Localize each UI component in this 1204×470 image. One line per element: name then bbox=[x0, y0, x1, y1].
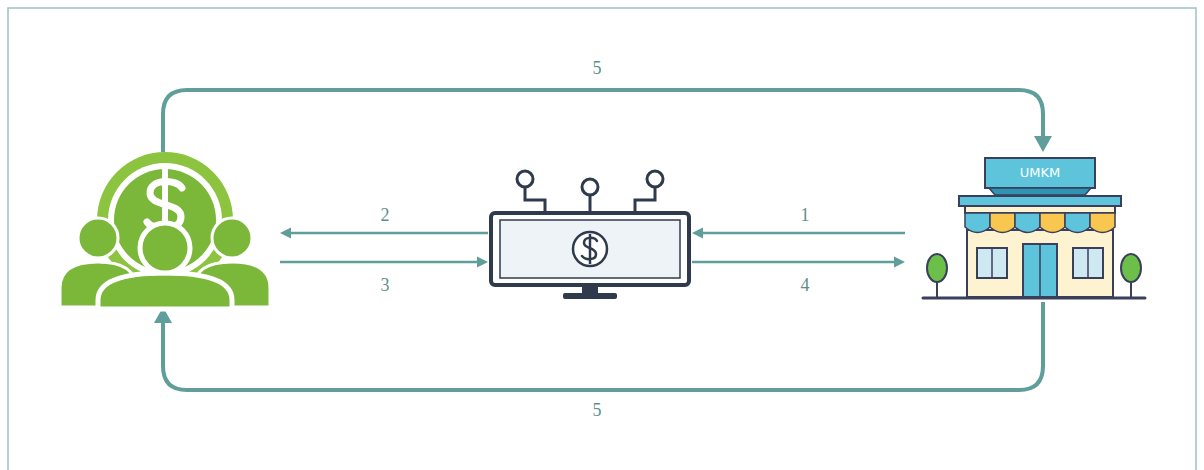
tree-crown bbox=[927, 254, 947, 282]
wall-band bbox=[965, 206, 1115, 213]
awning-stripe bbox=[1040, 213, 1065, 233]
monitor-base bbox=[563, 293, 617, 299]
platform-icon bbox=[488, 168, 692, 300]
window-bar bbox=[991, 248, 993, 278]
antenna-tip bbox=[517, 171, 533, 187]
investor-icon bbox=[58, 152, 280, 307]
window-bar bbox=[1087, 248, 1089, 278]
step-number: 5 bbox=[567, 399, 627, 421]
arrow-head bbox=[477, 257, 488, 268]
awning-stripe bbox=[965, 213, 990, 233]
tree-crown bbox=[1121, 254, 1141, 282]
flow-arrow bbox=[692, 228, 905, 239]
flow-arrow bbox=[280, 228, 488, 239]
flow-arrow bbox=[154, 302, 1043, 390]
sign-text: UMKM bbox=[985, 158, 1095, 188]
flow-arrow bbox=[692, 257, 905, 268]
person-head bbox=[140, 223, 190, 273]
dollar-stroke bbox=[589, 234, 592, 264]
antenna-wire bbox=[525, 187, 545, 213]
arrow-head bbox=[692, 228, 703, 239]
coin-ring bbox=[108, 163, 222, 277]
umkm-store-node: UMKM bbox=[905, 152, 1163, 302]
screen-inner bbox=[500, 220, 680, 278]
store-facade bbox=[967, 230, 1113, 297]
awning-stripe bbox=[990, 213, 1015, 233]
store-cornice bbox=[959, 196, 1121, 206]
step-number: 5 bbox=[567, 57, 627, 79]
arrow-line bbox=[163, 302, 1043, 390]
people-group bbox=[60, 218, 270, 309]
dollar-coin bbox=[573, 232, 607, 266]
arrow-line bbox=[163, 90, 1043, 152]
arrow-line bbox=[289, 232, 488, 235]
store-window bbox=[977, 248, 1007, 278]
arrow-line bbox=[280, 261, 479, 264]
antenna-wire bbox=[635, 187, 655, 213]
antenna-wire bbox=[589, 195, 592, 213]
person-body bbox=[98, 273, 232, 309]
person-head bbox=[212, 218, 252, 258]
monitor-screen bbox=[491, 213, 689, 285]
ground-line bbox=[923, 297, 1145, 300]
step-number: 2 bbox=[355, 204, 415, 226]
step-number: 3 bbox=[355, 274, 415, 296]
arrow-line bbox=[701, 232, 905, 235]
monitor-neck bbox=[582, 285, 598, 294]
frame-border bbox=[8, 8, 1196, 470]
step-number: 4 bbox=[775, 274, 835, 296]
store-door bbox=[1023, 244, 1057, 297]
antenna-group bbox=[517, 171, 663, 213]
flow-arrow bbox=[163, 90, 1052, 152]
awning-stripe bbox=[1015, 213, 1040, 233]
person-head bbox=[78, 218, 118, 258]
door-split bbox=[1039, 244, 1041, 297]
store-window bbox=[1073, 248, 1103, 278]
awning-stripe bbox=[1090, 213, 1115, 233]
awning-stripe bbox=[1065, 213, 1090, 233]
arrow-head bbox=[280, 228, 291, 239]
platform-node bbox=[488, 168, 692, 300]
store-awning bbox=[965, 213, 1115, 233]
sign-base bbox=[989, 188, 1091, 195]
investor-node bbox=[58, 152, 280, 307]
antenna-tip bbox=[647, 171, 663, 187]
step-number: 1 bbox=[775, 204, 835, 226]
arrow-head bbox=[894, 257, 905, 268]
arrow-line bbox=[692, 261, 896, 264]
flow-arrow bbox=[280, 257, 488, 268]
store-sign bbox=[985, 158, 1095, 188]
antenna-tip bbox=[582, 179, 598, 195]
arrow-head bbox=[1034, 136, 1052, 152]
